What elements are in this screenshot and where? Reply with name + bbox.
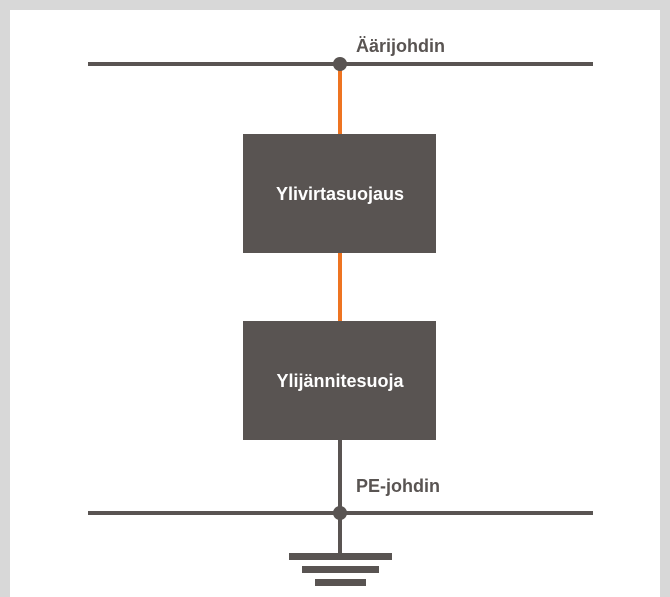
- phase-conductor-label: Äärijohdin: [356, 36, 445, 56]
- phase-junction-dot: [333, 57, 347, 71]
- pe-junction-dot: [333, 506, 347, 520]
- surge-protector-box: Ylijännitesuoja: [243, 321, 436, 440]
- overcurrent-protection-box: Ylivirtasuojaus: [243, 134, 436, 253]
- surge-protector-label: Ylijännitesuoja: [276, 371, 404, 391]
- overcurrent-protection-label: Ylivirtasuojaus: [276, 184, 404, 204]
- ground-icon: [289, 553, 392, 586]
- pe-conductor-label: PE-johdin: [356, 476, 440, 496]
